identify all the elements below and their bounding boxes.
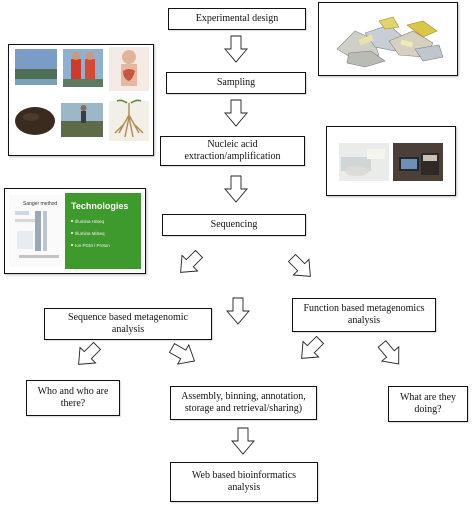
- down-arrow-icon: [231, 427, 255, 455]
- sampling-box: Sampling: [166, 72, 306, 94]
- sample-bags-image: [318, 2, 458, 76]
- nucleic-acid-label: Nucleic acid extraction/amplification: [184, 139, 281, 162]
- experimental-design-label: Experimental design: [195, 13, 279, 24]
- tech-item-2: Illumina MiSeq: [75, 231, 105, 236]
- sanger-title: Sanger method: [23, 201, 57, 207]
- technologies-title: Technologies: [71, 201, 128, 211]
- what-doing-label: What are they doing?: [399, 392, 457, 415]
- experimental-design-box: Experimental design: [168, 8, 306, 30]
- sequencing-technologies-image: Sanger method Technologies Illumina HiSe…: [4, 188, 146, 274]
- diagonal-arrow-icon: [172, 245, 208, 281]
- down-arrow-icon: [224, 99, 248, 127]
- diagonal-arrow-icon: [293, 331, 329, 367]
- down-arrow-icon: [226, 297, 250, 325]
- who-are-there-label: Who and who are there?: [37, 386, 109, 409]
- sequence-based-box: Sequence based metagenomic analysis: [44, 308, 212, 340]
- function-based-label: Function based metagenomics analysis: [303, 303, 425, 326]
- sampling-sites-image: [8, 44, 154, 156]
- who-are-there-box: Who and who are there?: [26, 380, 120, 416]
- web-based-box: Web based bioinformatics analysis: [170, 462, 318, 502]
- diagonal-arrow-icon: [283, 249, 319, 285]
- lab-extraction-image: [326, 126, 456, 196]
- down-arrow-icon: [224, 35, 248, 63]
- sequencing-label: Sequencing: [210, 219, 258, 230]
- function-based-box: Function based metagenomics analysis: [292, 298, 436, 332]
- sequence-based-label: Sequence based metagenomic analysis: [68, 312, 188, 335]
- sampling-label: Sampling: [216, 77, 256, 88]
- diagonal-arrow-icon: [70, 337, 106, 373]
- sequencing-box: Sequencing: [162, 214, 306, 236]
- assembly-label: Assembly, binning, annotation, storage a…: [181, 391, 306, 414]
- diagonal-arrow-icon: [373, 336, 408, 372]
- what-doing-box: What are they doing?: [388, 386, 468, 422]
- tech-item-1: Illumina HiSeq: [75, 219, 105, 224]
- tech-item-3: Ion PGM / Proton: [75, 243, 110, 248]
- web-based-label: Web based bioinformatics analysis: [191, 470, 297, 493]
- assembly-box: Assembly, binning, annotation, storage a…: [170, 386, 317, 420]
- diagonal-arrow-icon: [166, 338, 201, 371]
- down-arrow-icon: [224, 175, 248, 203]
- nucleic-acid-box: Nucleic acid extraction/amplification: [160, 136, 305, 166]
